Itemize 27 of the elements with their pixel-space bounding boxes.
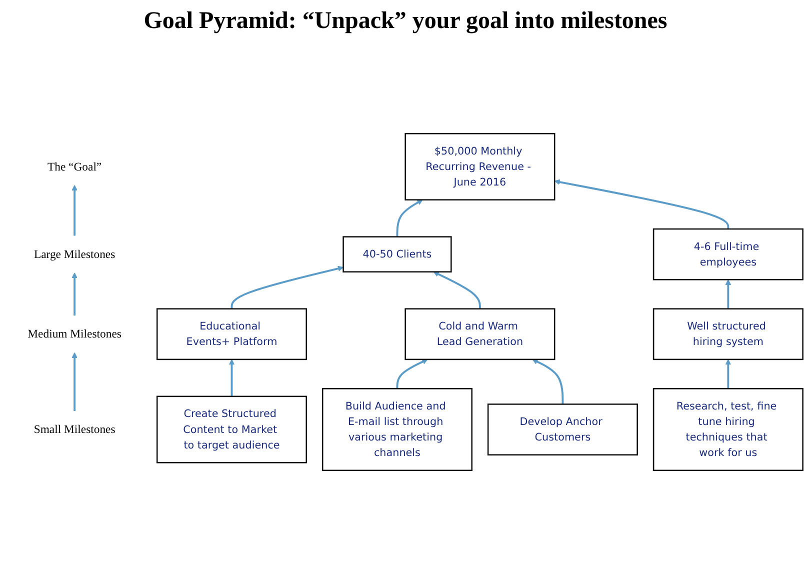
arrow [532, 359, 564, 404]
node-box: 4-6 Full-time employees [652, 228, 804, 280]
node-box: Cold and Warm Lead Generation [404, 308, 556, 360]
arrow [396, 200, 423, 237]
arrow [396, 359, 428, 389]
arrow [554, 179, 730, 229]
arrow [725, 279, 732, 309]
arrow [725, 359, 732, 389]
node-box: Well structured hiring system [652, 308, 804, 360]
arrow [72, 352, 78, 412]
arrow [72, 272, 78, 316]
node-box: Research, test, fine tune hiring techniques that work for us [652, 388, 804, 472]
node-box: $50,000 Monthly Recurring Revenue - June 2016 [404, 132, 556, 200]
node-box: Develop Anchor Customers [487, 404, 638, 456]
arrow [72, 184, 78, 236]
node-text: Large Milestones [34, 247, 116, 260]
node-box: Educational Events+ Platform [156, 308, 308, 360]
node-text: Small Milestones [34, 422, 116, 436]
node-text: The “Goal” [47, 160, 102, 173]
node-text: Medium Milestones [28, 327, 122, 340]
node-box: Build Audience and E-mail list through various marketing channels [322, 388, 472, 472]
node-box: 40-50 Clients [342, 236, 452, 272]
node-box: Create Structured Content to Market to target audience [156, 396, 308, 464]
diagram-title: Goal Pyramid: “Unpack” your goal into milestones [142, 8, 668, 35]
arrow [433, 271, 481, 309]
arrow [230, 266, 344, 309]
arrow [228, 359, 235, 396]
